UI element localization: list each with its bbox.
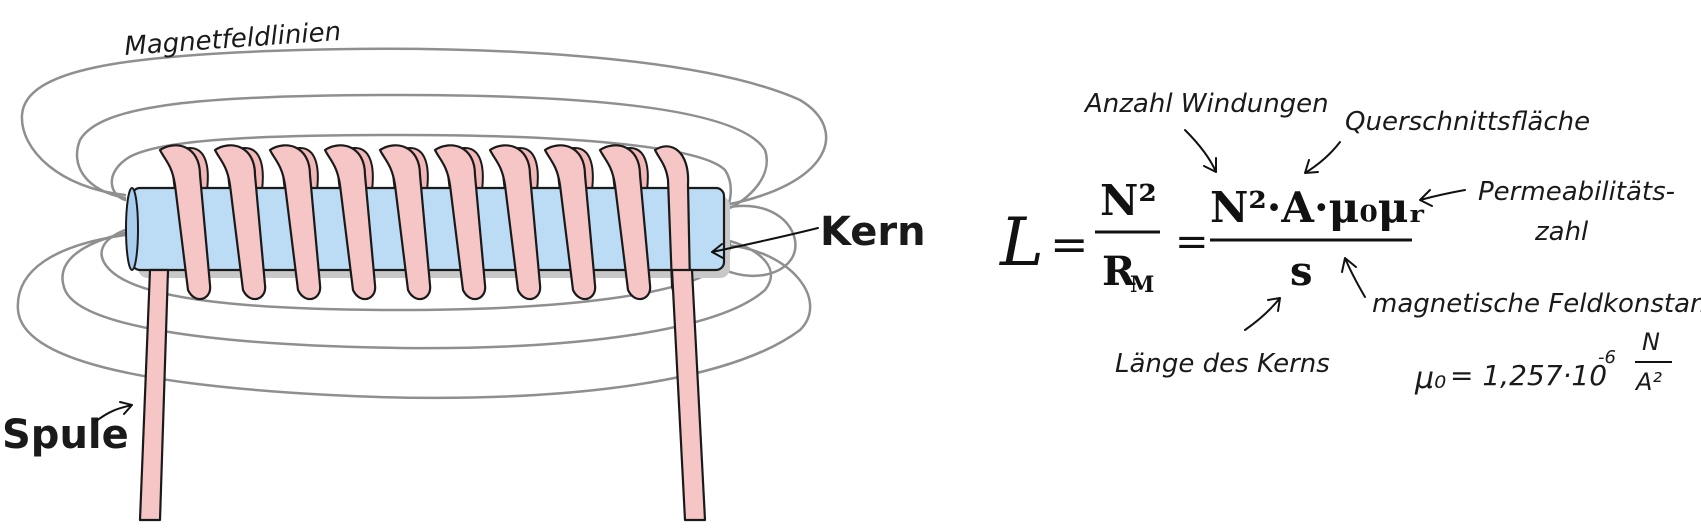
permeability-label-line1: Permeabilitäts-: [1478, 177, 1675, 207]
core-length-arrow: [1244, 297, 1281, 331]
coil-lead-left: [138, 268, 170, 522]
formula-lhs: L: [999, 204, 1044, 281]
permeability-arrow: [1419, 189, 1466, 207]
field-line-mid-bottom: [61, 231, 773, 350]
turns-label: Anzahl Windungen: [1083, 89, 1329, 119]
mu0-symbol: μ₀: [1414, 361, 1446, 396]
formula-frac2-den: s: [1290, 248, 1313, 295]
core-length-label: Länge des Kerns: [1115, 349, 1330, 379]
formula-frac1-num: N²: [1100, 176, 1157, 225]
formula-eq1: =: [1050, 217, 1089, 271]
field-line-outer-top: [20, 47, 828, 207]
field-line-outer-bottom: [16, 233, 812, 400]
coil-front-windings: [158, 144, 692, 301]
mu0-exponent: -6: [1598, 347, 1616, 368]
coil-arrow: [94, 401, 133, 423]
core-label: Kern: [820, 209, 926, 255]
field-constant-arrow: [1341, 257, 1366, 298]
field-line-inner-top: [110, 133, 732, 214]
mu0-constant: μ₀ = 1,257·10 -6 N A²: [1414, 328, 1672, 396]
formula-frac1-den-sub: M: [1130, 272, 1154, 298]
core-arrow: [711, 227, 819, 259]
cross-section-arrow: [1304, 141, 1341, 174]
coil-label: Spule: [2, 412, 129, 458]
formula-eq2: =: [1175, 219, 1209, 265]
core-end: [125, 187, 139, 271]
formula-frac1-den: R: [1102, 248, 1136, 295]
field-line-short-right: [723, 204, 797, 278]
turns-arrow: [1184, 129, 1217, 173]
permeability-label-line2: zahl: [1534, 217, 1589, 247]
mu0-unit-denominator: A²: [1634, 368, 1662, 396]
inductance-formula: L = N² R M = N²·A·μ₀μᵣ s: [999, 176, 1426, 298]
formula-frac2-num: N²·A·μ₀μᵣ: [1210, 183, 1426, 232]
coil-lead-right: [670, 268, 707, 522]
mu0-unit-numerator: N: [1642, 328, 1660, 356]
field-constant-label: magnetische Feldkonstante: [1372, 289, 1701, 319]
magnetic-field-lines: [16, 47, 828, 400]
cross-section-label: Querschnittsfläche: [1345, 107, 1590, 137]
coil-leads: [138, 268, 707, 522]
field-lines-label: Magnetfeldlinien: [123, 17, 342, 62]
field-line-mid-top: [75, 93, 768, 212]
mu0-value: = 1,257·10: [1450, 359, 1607, 392]
